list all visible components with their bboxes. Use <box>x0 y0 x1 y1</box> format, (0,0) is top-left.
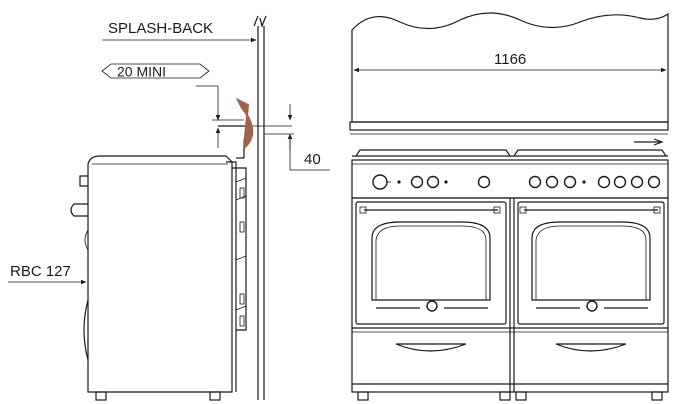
width-label: 1166 <box>494 51 526 68</box>
lid-tilt-arrow-stem <box>236 100 250 120</box>
control-panel <box>372 174 661 190</box>
lid-tilt-arrow <box>235 97 254 151</box>
splash-back-label: SPLASH-BACK <box>108 20 213 37</box>
model-callout: RBC 127 <box>8 263 87 285</box>
left-oven-door <box>355 201 507 325</box>
side-view: SPLASH-BACK 20 MINI 40 <box>8 15 330 401</box>
splash-back-callout: SPLASH-BACK <box>102 20 257 43</box>
min-clearance-label: 20 MINI <box>117 64 166 80</box>
right-oven-door <box>517 201 665 325</box>
cooker-side-body <box>70 155 247 401</box>
min-clearance-callout: 20 MINI <box>101 64 221 148</box>
storage-drawers <box>352 327 668 385</box>
width-dimension: 1166 <box>353 51 667 73</box>
front-view: 1166 <box>349 12 669 401</box>
depth-clearance-label: 40 <box>304 151 321 168</box>
model-label: RBC 127 <box>10 263 71 280</box>
depth-clearance-dimension: 40 <box>264 104 330 171</box>
wall <box>253 15 267 400</box>
splash-panel <box>351 12 669 123</box>
